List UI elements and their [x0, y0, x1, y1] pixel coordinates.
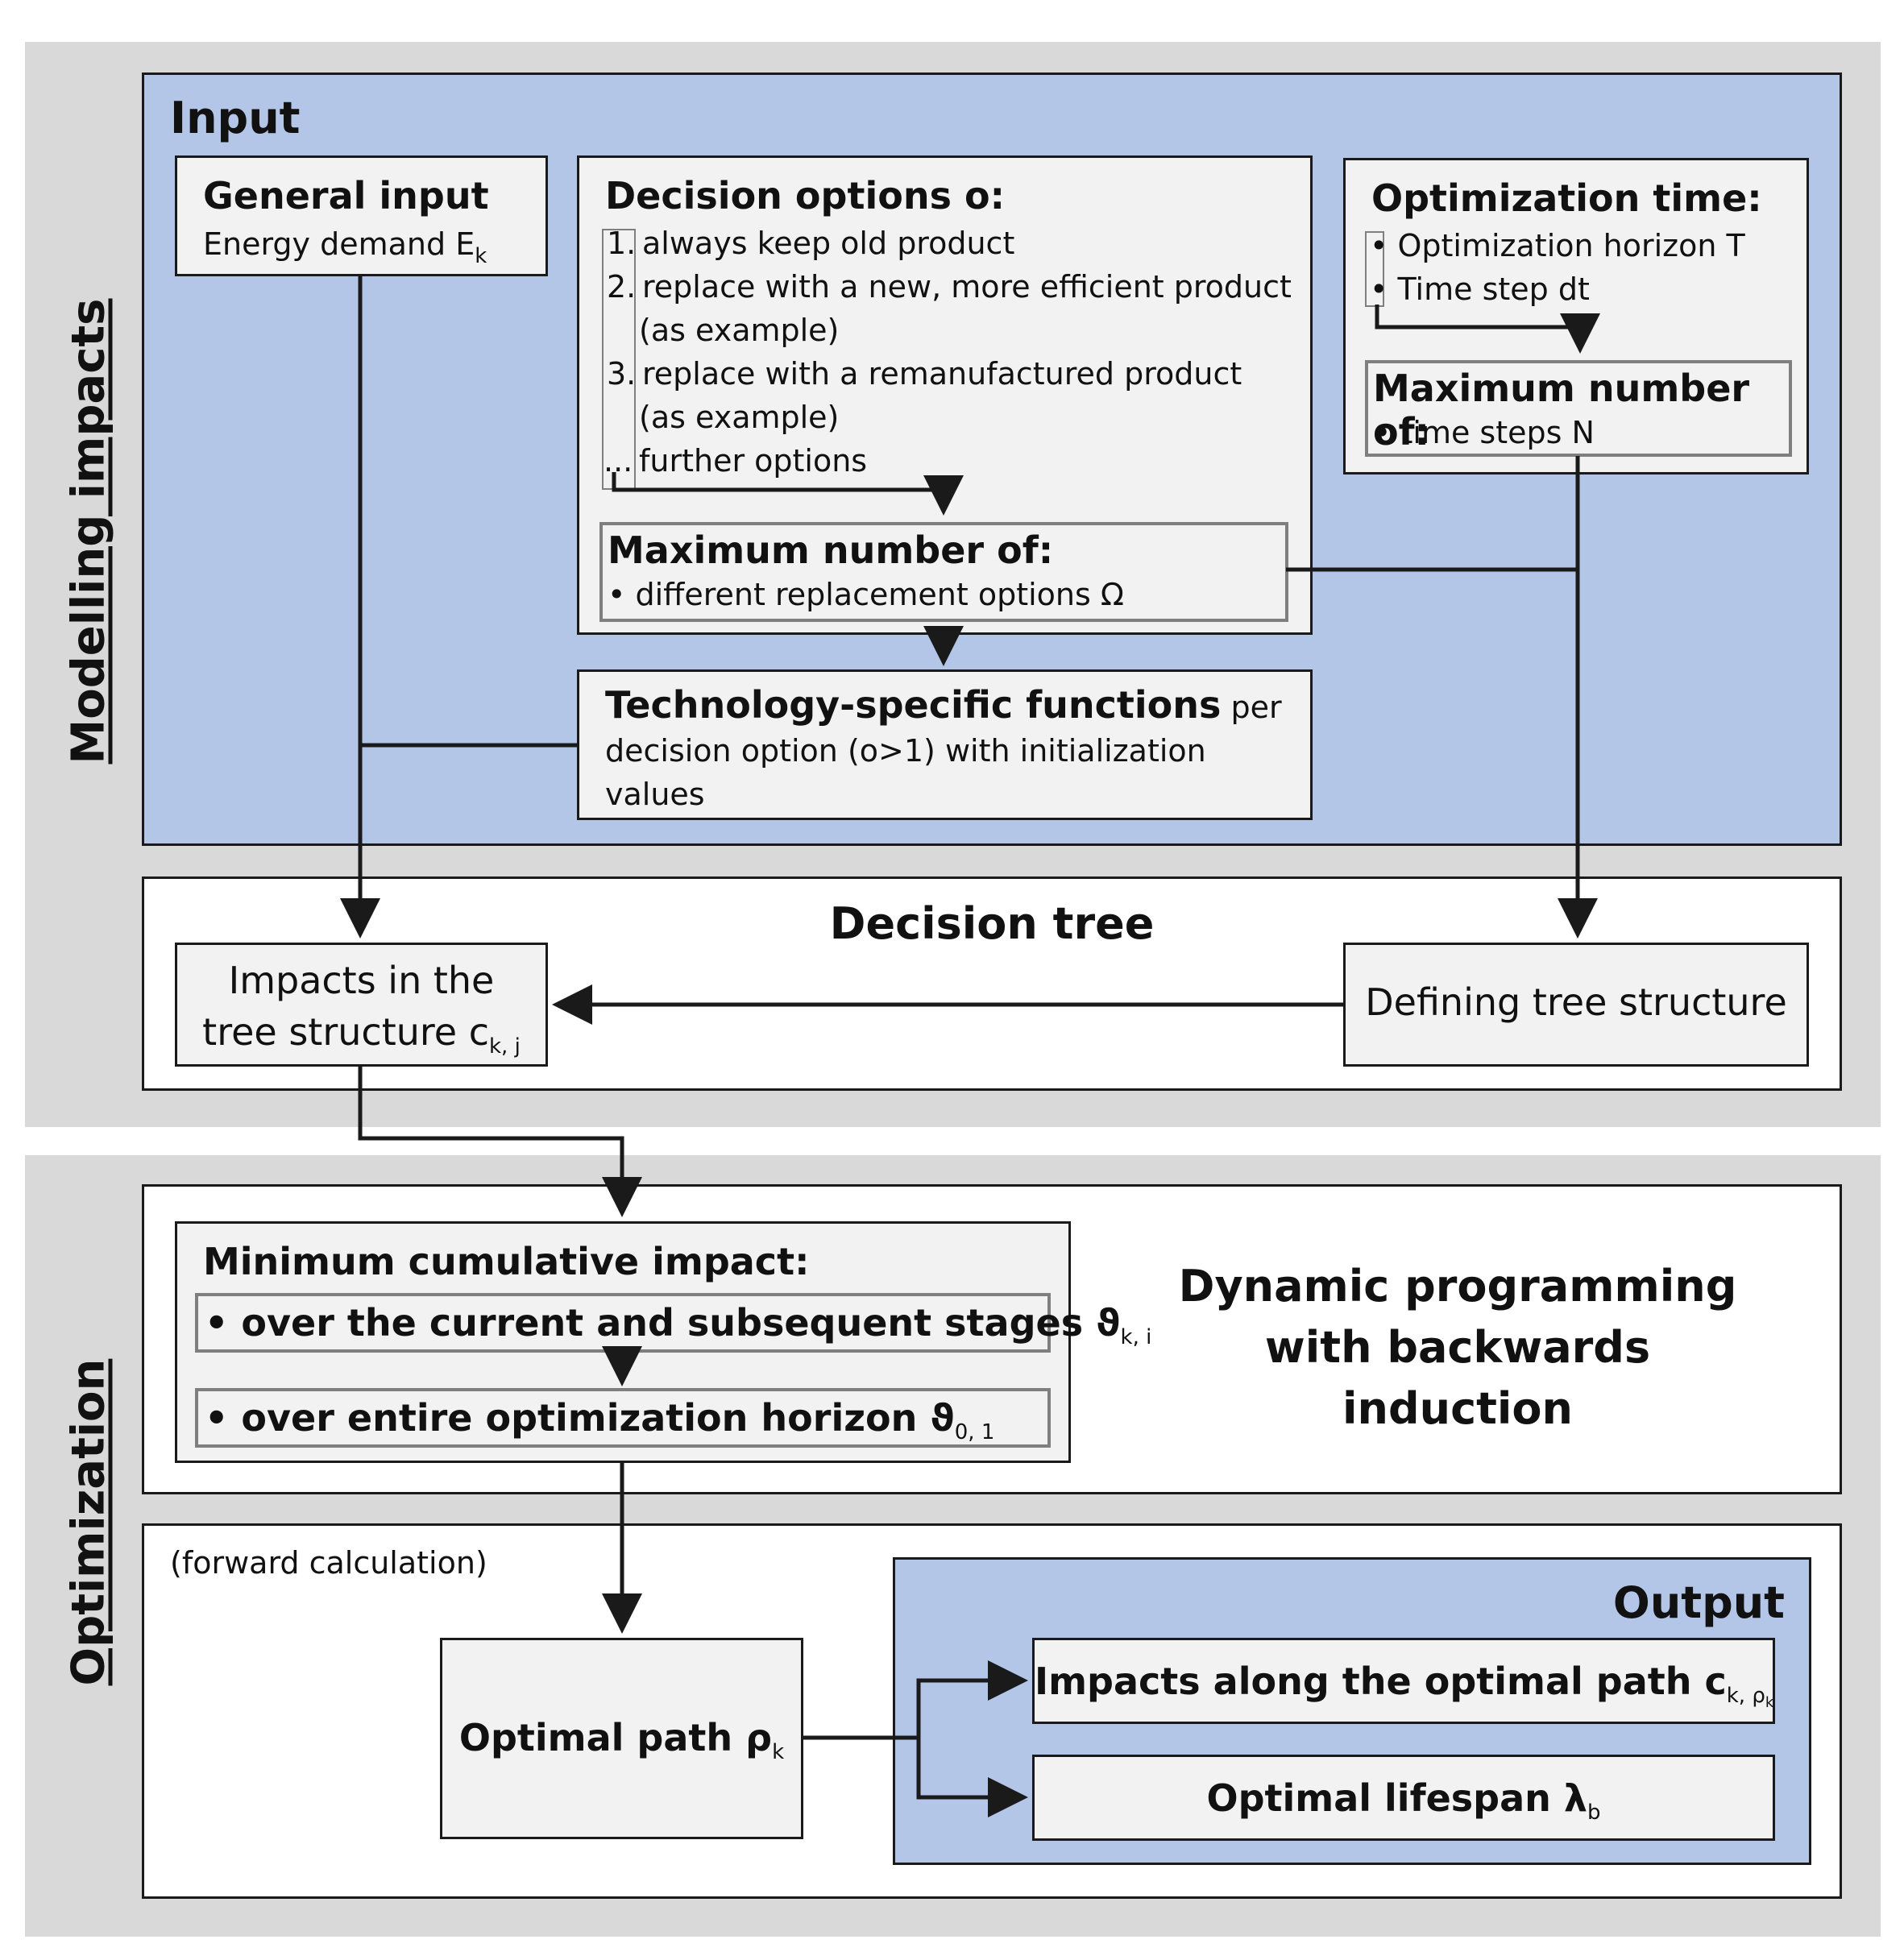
optimal-path-text: Optimal path ρk	[442, 1716, 801, 1764]
max-replacement-title: Maximum number of:	[608, 528, 1054, 572]
decision-item-4: further options	[639, 443, 868, 479]
decision-options-title: Decision options o:	[605, 174, 1005, 218]
time-bullets-bracket	[1365, 231, 1384, 307]
decision-item-2: replace with a new, more efficient produ…	[642, 269, 1292, 305]
energy-demand-sub: k	[475, 244, 487, 268]
decision-item-num-4: ...	[604, 443, 633, 479]
minimum-cumulative-title: Minimum cumulative impact:	[203, 1240, 810, 1283]
max-time-steps-title: Maximum number of:	[1373, 367, 1750, 454]
optimal-path-label: Optimal path ρ	[458, 1716, 773, 1759]
technology-functions-line2: decision option (o>1) with initializatio…	[605, 733, 1206, 769]
forward-calculation-label: (forward calculation)	[170, 1545, 487, 1581]
optimal-path-sub: k	[772, 1740, 785, 1764]
max-replacement-item: • different replacement options Ω	[608, 577, 1124, 612]
minimum-cumulative-box: Minimum cumulative impact: • over the cu…	[175, 1221, 1151, 1463]
decision-item-num-3: 3.	[607, 356, 637, 392]
decision-item-2-cont: (as example)	[639, 313, 840, 348]
entire-horizon-box: • over entire optimization horizon ϑ0, 1	[195, 1388, 1051, 1448]
technology-functions-line3: values	[605, 777, 705, 812]
decision-options-box: Decision options o: 1. always keep old p…	[577, 155, 1313, 635]
dynamic-title-line-2: with backwards	[1264, 1322, 1651, 1373]
impacts-tree-line1: Impacts in the	[228, 959, 495, 1002]
optimization-horizon-item: • Optimization horizon T	[1370, 228, 1745, 263]
decision-item-num-2: 2.	[607, 269, 637, 305]
current-subsequent-label: • over the current and subsequent stages…	[205, 1301, 1121, 1345]
optimal-lifespan-text: Optimal lifespan λb	[1035, 1776, 1773, 1825]
optimal-path-box: Optimal path ρk	[440, 1638, 803, 1839]
entire-horizon-sub: 0, 1	[954, 1420, 995, 1444]
energy-demand-text: Energy demand Ek	[203, 222, 487, 278]
energy-demand-label: Energy demand E	[203, 226, 475, 262]
dynamic-programming-title: Dynamic programming with backwards induc…	[1176, 1256, 1740, 1440]
entire-horizon-label: • over entire optimization horizon ϑ	[205, 1396, 955, 1440]
entire-horizon-text: • over entire optimization horizon ϑ0, 1	[205, 1396, 994, 1444]
decision-item-1: always keep old product	[642, 226, 1015, 261]
general-input-title: General input	[203, 174, 489, 218]
dynamic-title-line-1: Dynamic programming	[1178, 1261, 1737, 1312]
general-input-box: General input Energy demand Ek	[175, 155, 548, 276]
defining-tree-box: Defining tree structure	[1343, 943, 1809, 1067]
modelling-impacts-label: Modelling impacts	[62, 298, 115, 765]
technology-functions-title: Technology-specific functions	[605, 683, 1222, 727]
current-subsequent-box: • over the current and subsequent stages…	[195, 1293, 1151, 1353]
impacts-tree-sub: k, j	[489, 1034, 521, 1059]
impacts-tree-line2: tree structure ck, j	[177, 1006, 545, 1072]
current-subsequent-sub: k, i	[1120, 1325, 1152, 1349]
impacts-along-path-subsub: k	[1765, 1694, 1774, 1711]
optimal-lifespan-sub: b	[1587, 1801, 1601, 1825]
current-subsequent-text: • over the current and subsequent stages…	[205, 1301, 1151, 1349]
input-title: Input	[170, 93, 301, 143]
decision-item-num-1: 1.	[607, 226, 637, 261]
time-step-item: • Time step dt	[1370, 271, 1590, 307]
output-title: Output	[1612, 1577, 1785, 1628]
technology-functions-suffix: per	[1221, 690, 1282, 725]
optimization-time-box: Optimization time: • Optimization horizo…	[1343, 158, 1809, 474]
optimal-lifespan-label: Optimal lifespan λ	[1206, 1776, 1587, 1820]
max-time-steps-item: • time steps N	[1373, 415, 1595, 450]
optimization-label: Optimization	[62, 1358, 115, 1686]
decision-tree-title: Decision tree	[829, 898, 1155, 949]
impacts-tree-box: Impacts in the tree structure ck, j	[175, 943, 548, 1067]
decision-item-3-cont: (as example)	[639, 400, 840, 435]
impacts-along-path-box: Impacts along the optimal path ck, ρk	[1032, 1638, 1775, 1724]
decision-item-3: replace with a remanufactured product	[642, 356, 1242, 392]
max-time-steps-box: Maximum number of: • time steps N	[1365, 360, 1792, 457]
optimization-time-title: Optimization time:	[1371, 176, 1762, 220]
dynamic-title-line-3: induction	[1342, 1383, 1573, 1434]
technology-functions-box: Technology-specific functions per decisi…	[577, 669, 1313, 820]
impacts-along-path-text: Impacts along the optimal path ck, ρk	[1035, 1660, 1773, 1711]
optimal-lifespan-box: Optimal lifespan λb	[1032, 1755, 1775, 1841]
max-replacement-options-box: Maximum number of: • different replaceme…	[599, 522, 1288, 622]
impacts-along-path-label: Impacts along the optimal path c	[1035, 1660, 1727, 1703]
technology-functions-line1: Technology-specific functions per	[605, 683, 1282, 729]
defining-tree-text: Defining tree structure	[1365, 980, 1787, 1024]
impacts-tree-label: tree structure c	[202, 1010, 489, 1054]
impacts-along-path-sub: k, ρ	[1726, 1684, 1765, 1708]
